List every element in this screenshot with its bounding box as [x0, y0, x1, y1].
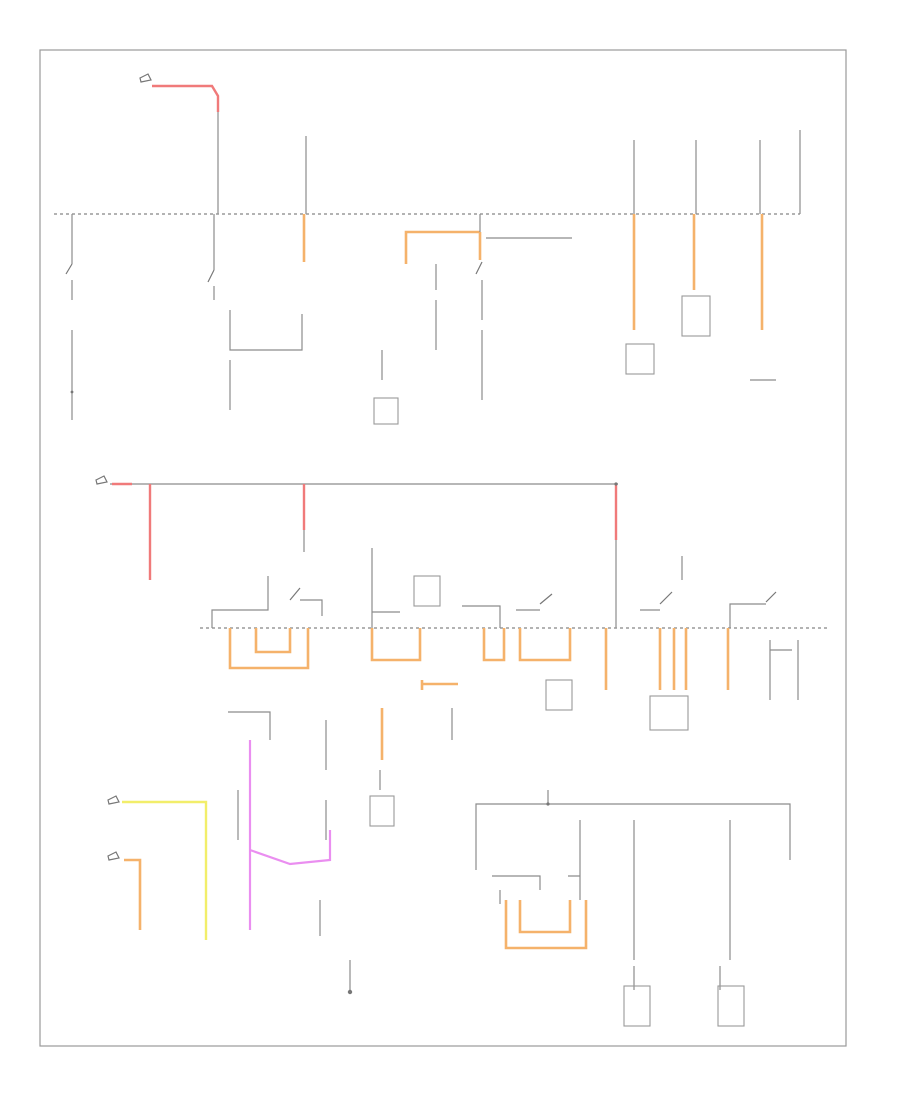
middle-bus-components [211, 548, 777, 628]
diagram-frame [39, 49, 847, 1047]
center-top-branches [373, 214, 572, 425]
battery-feed-top [139, 73, 307, 214]
lower-right-circuits [475, 790, 791, 1027]
lower-left-circuits [107, 711, 395, 995]
left-top-branches [65, 214, 306, 420]
upper-right-feeds [625, 130, 801, 381]
battery-feed-middle [95, 475, 618, 628]
middle-bus-orange-circuits [228, 628, 799, 760]
